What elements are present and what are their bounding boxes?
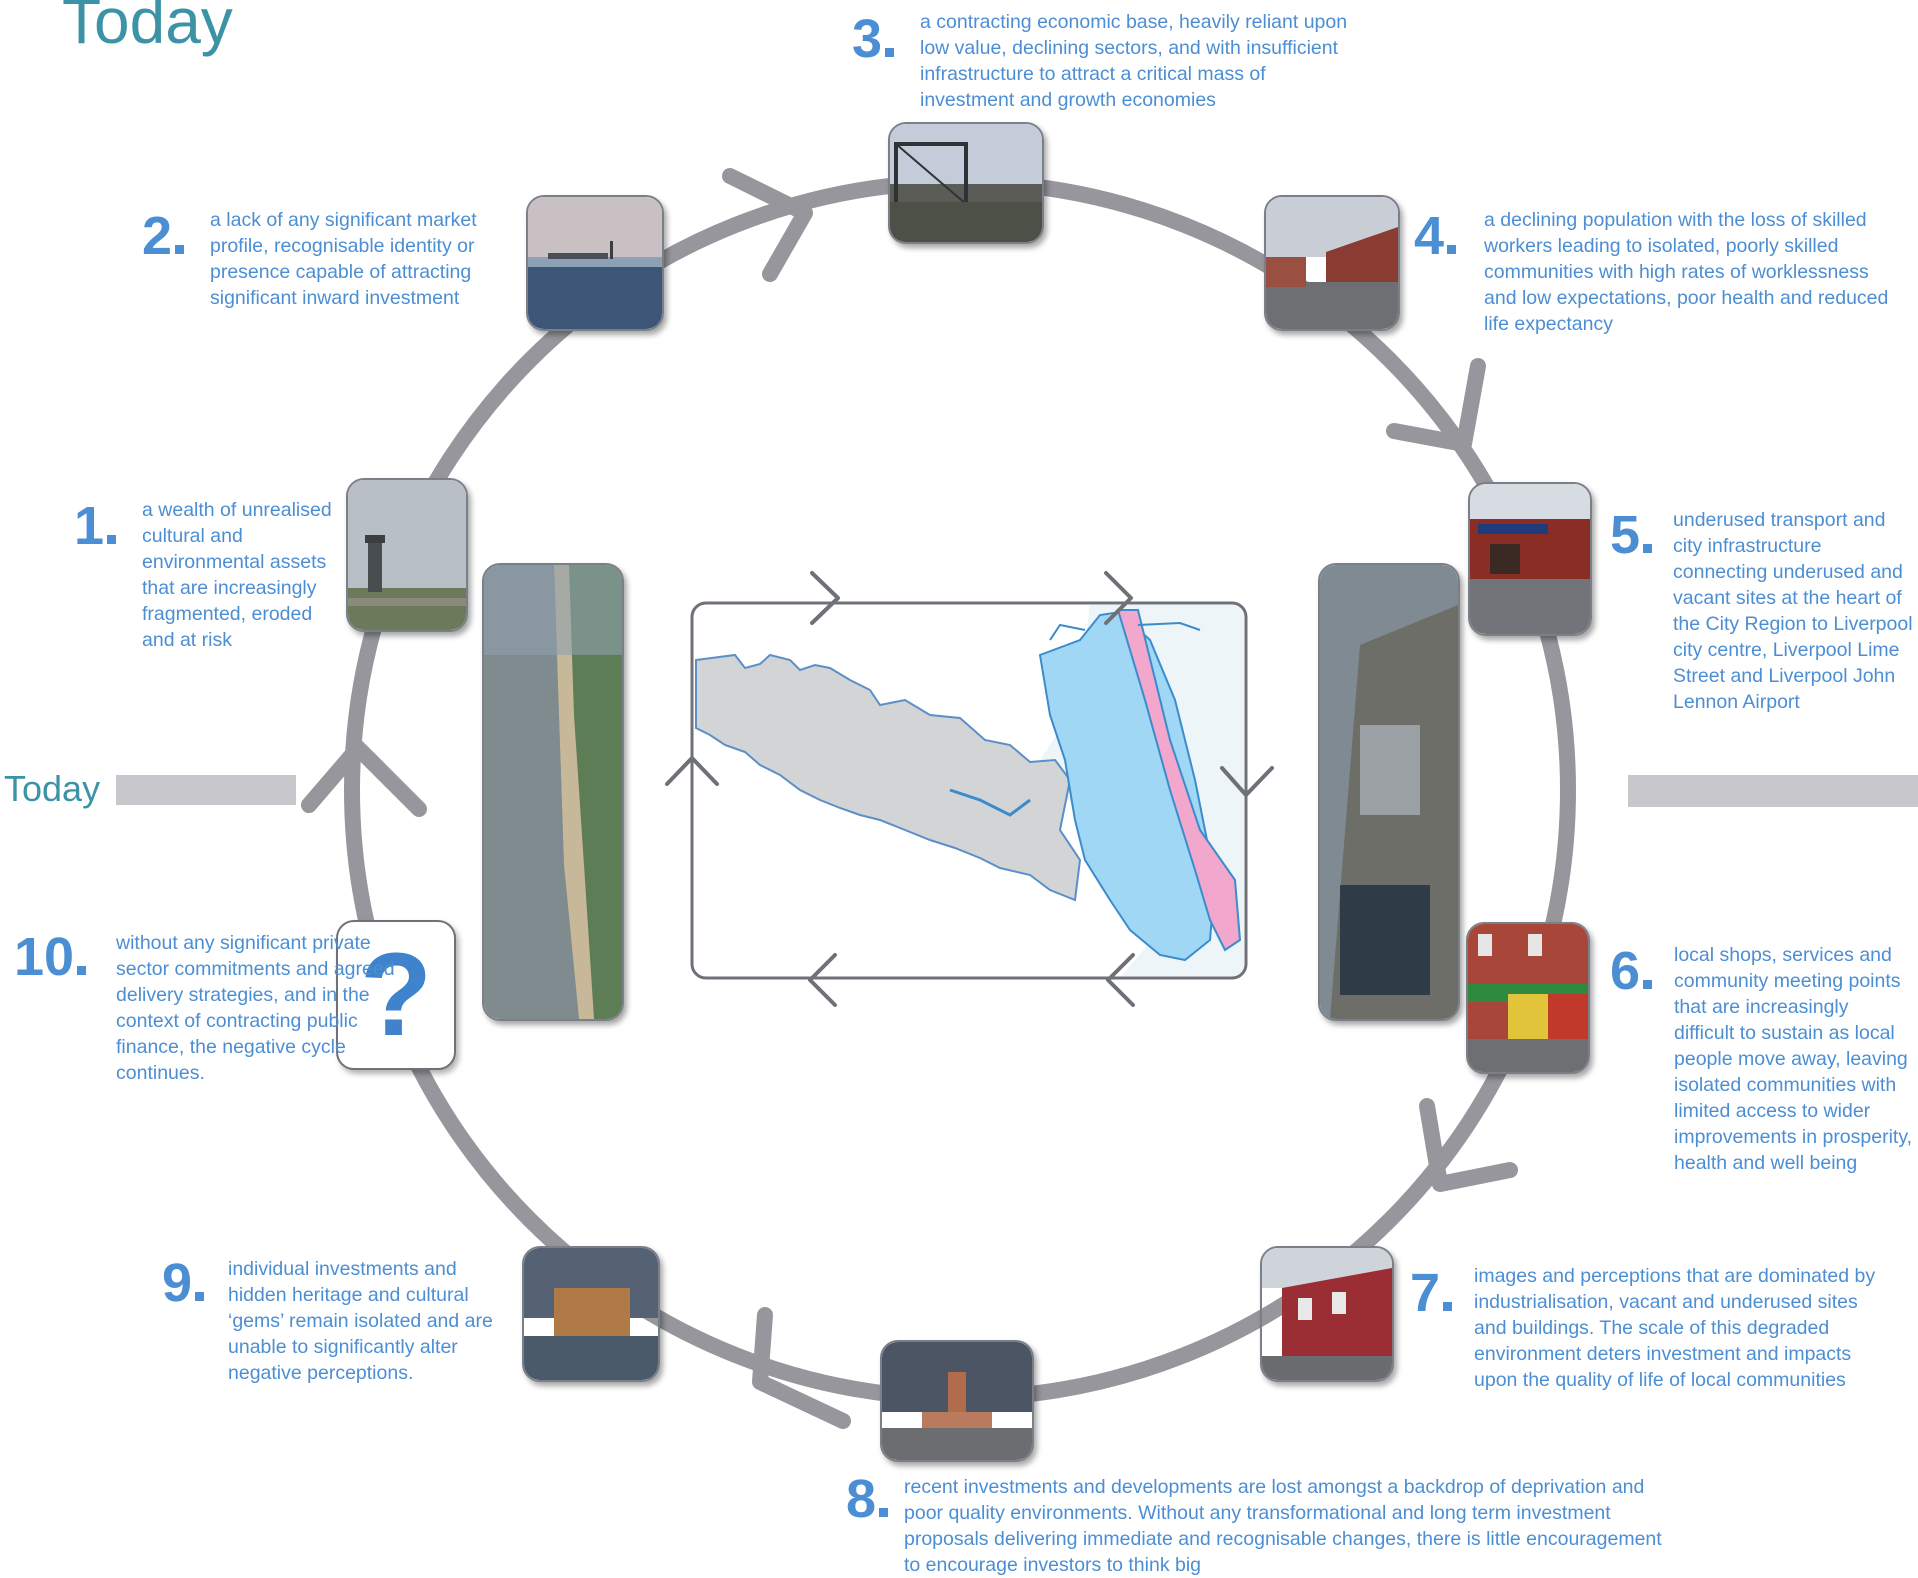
ring-arrow-top-left [722, 168, 813, 282]
question-box: ? [336, 920, 456, 1070]
item-text-6: local shops, services and community meet… [1674, 944, 1913, 1174]
river-dusk-photo [526, 195, 664, 331]
item-number-6: 6 [1610, 944, 1653, 998]
item-text-2: a lack of any significant market profile… [210, 209, 477, 309]
red-brick-houses-photo [1260, 1246, 1394, 1382]
ring-arrow-bottom-right [1419, 1098, 1518, 1192]
item-number-10: 10 [14, 930, 87, 984]
left-today-bar [116, 775, 296, 805]
item-number-3: 3 [852, 12, 895, 66]
terraced-street-photo [1264, 195, 1400, 331]
item-text-8: recent investments and developments are … [904, 1476, 1662, 1576]
mill-building-photo [522, 1246, 660, 1382]
station-building-photo [1468, 482, 1592, 636]
ring-arrow-bottom-left [752, 1307, 851, 1429]
right-today-bar [1628, 775, 1918, 807]
ring-arrow-left [301, 740, 427, 817]
item-text-1: a wealth of unrealised cultural and envi… [142, 499, 332, 651]
lighthouse-tower-photo [346, 478, 468, 632]
item-text-10: without any significant private sector c… [116, 932, 395, 1084]
item-number-4: 4 [1414, 209, 1457, 263]
local-shops-photo [1466, 922, 1590, 1074]
item-number-8: 8 [846, 1472, 889, 1526]
ring-arrow-top-right [1386, 358, 1486, 452]
clock-tower-photo [880, 1340, 1034, 1462]
item-number-7: 7 [1410, 1266, 1453, 1320]
aerial-coast-photo [482, 563, 624, 1021]
item-text-7: images and perceptions that are dominate… [1474, 1265, 1876, 1391]
derelict-warehouse-photo [888, 122, 1044, 244]
item-number-1: 1 [74, 499, 117, 553]
aerial-docks-photo [1318, 563, 1460, 1021]
item-number-2: 2 [142, 209, 185, 263]
center-map [665, 571, 1274, 1007]
item-number-5: 5 [1610, 508, 1653, 562]
item-text-5: underused transport and city infrastruct… [1673, 509, 1913, 713]
item-text-4: a declining population with the loss of … [1484, 209, 1889, 335]
item-text-3: a contracting economic base, heavily rel… [920, 11, 1348, 111]
question-mark: ? [359, 929, 433, 1061]
today-side-label: Today [4, 768, 101, 809]
item-number-9: 9 [162, 1256, 205, 1310]
item-text-9: individual investments and hidden herita… [228, 1258, 493, 1384]
page-title: Today [62, 0, 233, 57]
